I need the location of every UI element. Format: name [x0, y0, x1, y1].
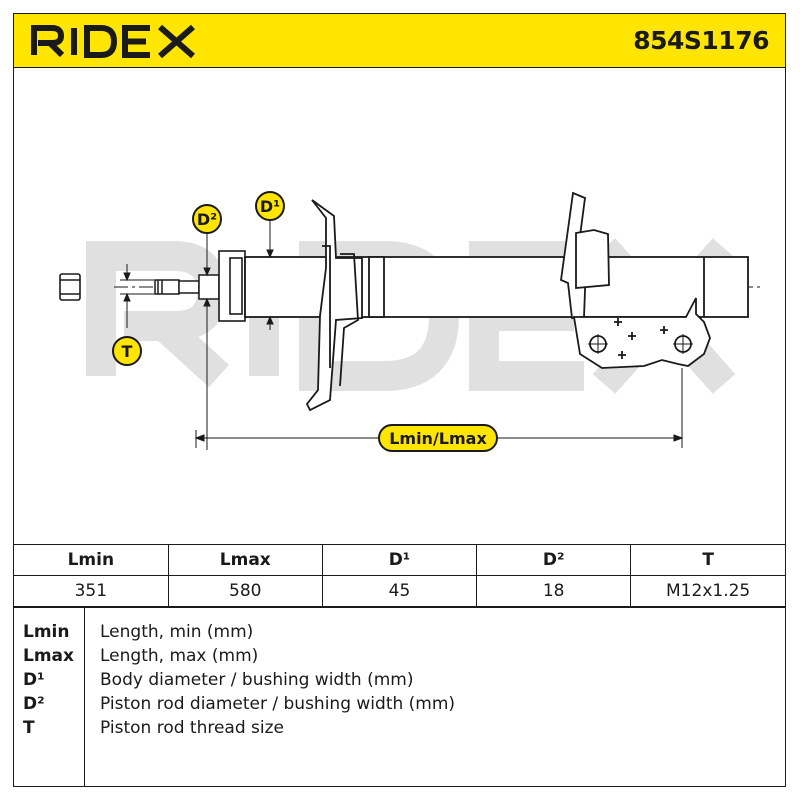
spec-sheet: 854S1176	[13, 13, 786, 787]
nut	[59, 273, 81, 301]
part-number: 854S1176	[633, 26, 769, 55]
dimension-value: 45	[321, 575, 478, 607]
dimensions-value-row: 351 580 45 18 M12x1.25	[14, 575, 785, 607]
legend-code: T	[23, 718, 35, 738]
legend: Lmin Length, min (mm) Lmax Length, max (…	[14, 607, 785, 787]
dimension-d1	[266, 218, 274, 330]
legend-code: Lmax	[23, 646, 74, 666]
legend-code: D²	[23, 694, 45, 714]
mount-bracket	[560, 191, 711, 369]
dimension-value: 18	[476, 575, 632, 607]
label-t: T	[112, 336, 142, 366]
dimension-header: D²	[476, 544, 632, 576]
legend-description: Length, max (mm)	[100, 646, 259, 666]
dimension-value: 580	[167, 575, 323, 607]
piston-rod	[154, 274, 220, 300]
dimension-header: Lmax	[167, 544, 323, 576]
label-length: Lmin/Lmax	[378, 424, 498, 452]
legend-description: Piston rod thread size	[100, 718, 285, 738]
label-length-text: Lmin/Lmax	[389, 429, 487, 448]
dimension-d2	[203, 228, 211, 450]
dimension-header: Lmin	[14, 544, 169, 576]
dimension-value: 351	[14, 575, 169, 607]
label-t-text: T	[122, 342, 133, 361]
top-bushing	[218, 250, 246, 322]
legend-description: Length, min (mm)	[100, 622, 254, 642]
technical-drawing: D² D¹ T Lmin/Lmax	[14, 68, 785, 544]
dimension-header: D¹	[321, 544, 478, 576]
label-d2: D²	[192, 204, 222, 234]
legend-divider	[84, 608, 85, 787]
header-bar: 854S1176	[14, 14, 785, 68]
spring-seat	[305, 199, 363, 412]
dimensions-table: Lmin Lmax D¹ D² T 351 580 45 18 M12x1.25	[14, 544, 785, 607]
ridex-logo	[31, 24, 195, 58]
legend-description: Body diameter / bushing width (mm)	[100, 670, 414, 690]
dimension-value: M12x1.25	[630, 575, 785, 607]
legend-description: Piston rod diameter / bushing width (mm)	[100, 694, 456, 714]
legend-code: Lmin	[23, 622, 70, 642]
label-d1: D¹	[255, 191, 285, 221]
dimensions-header-row: Lmin Lmax D¹ D² T	[14, 544, 785, 576]
dimension-t	[120, 264, 154, 328]
shock-absorber-drawing: D² D¹ T Lmin/Lmax	[59, 191, 764, 452]
label-d2-text: D²	[197, 210, 217, 229]
label-d1-text: D¹	[260, 197, 280, 216]
legend-code: D¹	[23, 670, 45, 690]
dimension-header: T	[630, 544, 785, 576]
